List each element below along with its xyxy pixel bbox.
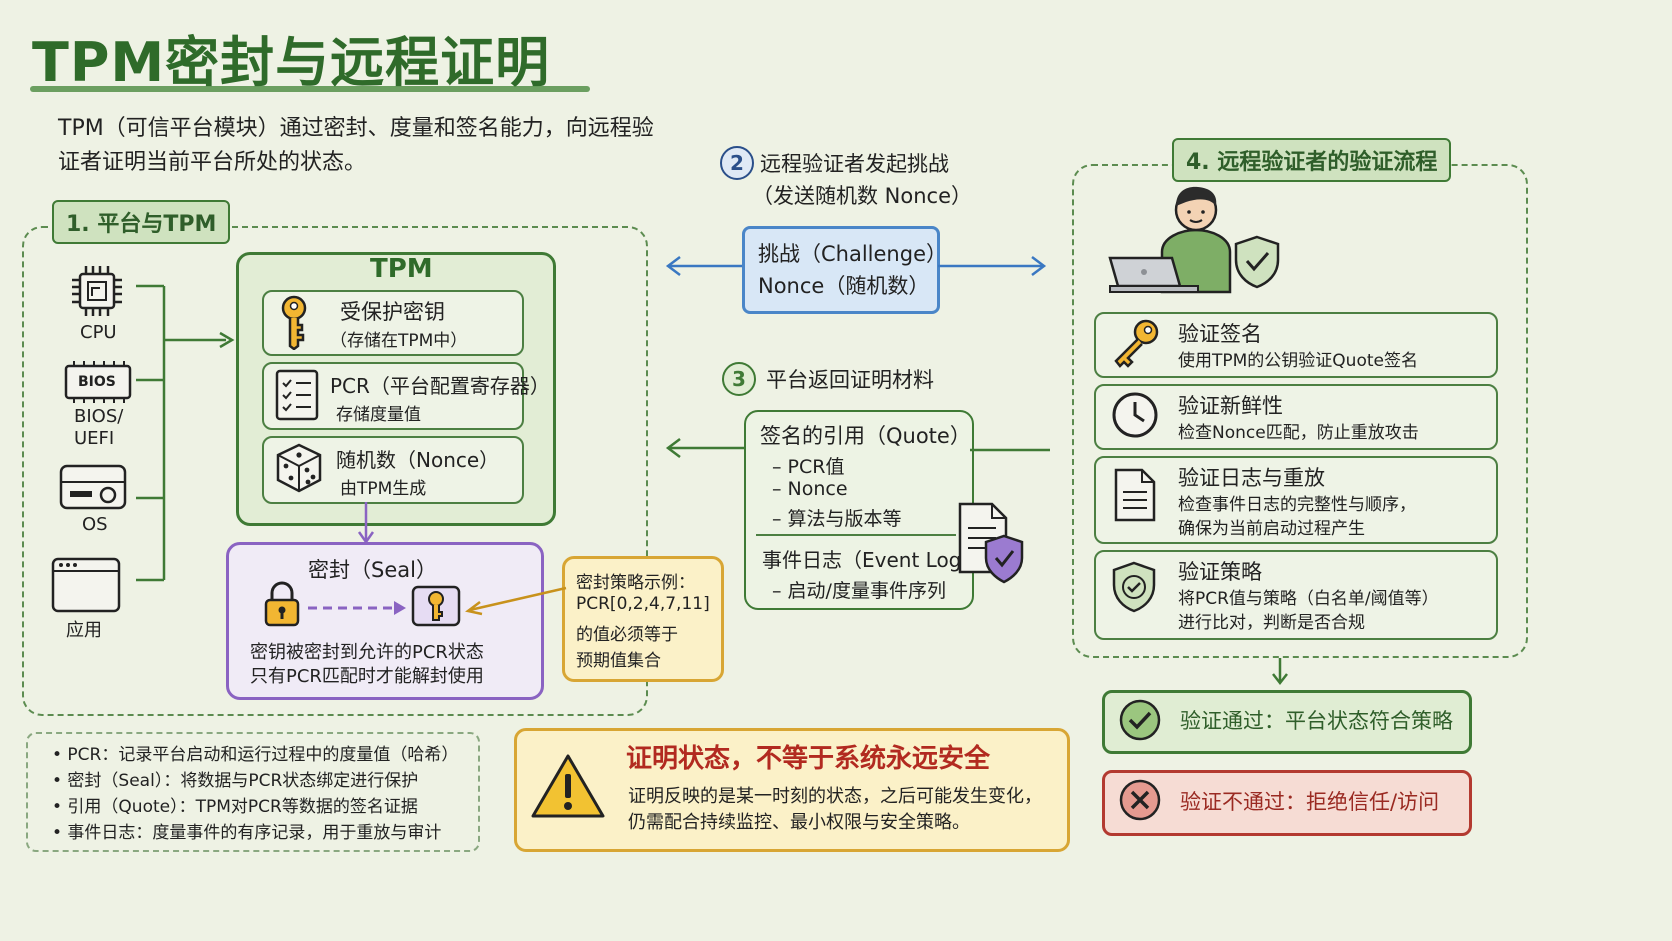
shield-check-icon	[1112, 561, 1156, 613]
section1-frame	[22, 226, 648, 716]
quote-title: 签名的引用（Quote）	[760, 424, 971, 448]
key-icon	[1114, 319, 1159, 368]
step3-number: 3	[722, 362, 756, 396]
glossary-item: • 密封（Seal）：将数据与PCR状态绑定进行保护	[52, 771, 419, 791]
challenge-arrow-left	[665, 256, 742, 276]
verify-step-freshness-title: 验证新鲜性	[1178, 394, 1283, 418]
verify-step-policy-title: 验证策略	[1178, 560, 1262, 584]
dice-icon	[276, 443, 322, 493]
challenge-line1: 挑战（Challenge）	[758, 242, 947, 266]
verify-step-signature-title: 验证签名	[1178, 322, 1262, 346]
glossary-frame	[26, 732, 480, 852]
warning-title: 证明状态，不等于系统永远安全	[626, 744, 991, 774]
tpm-row-key	[262, 290, 524, 356]
padlock-icon	[264, 581, 300, 627]
cpu-icon	[72, 266, 122, 316]
section4-tag: 4. 远程验证者的验证流程	[1172, 138, 1452, 182]
verify-step-log	[1094, 456, 1498, 544]
component-cpu-label: CPU	[80, 322, 117, 343]
seal-line1: 密钥被密封到允许的PCR状态	[250, 642, 484, 663]
quote-item-2: – Nonce	[772, 478, 848, 500]
evidence-divider	[756, 534, 956, 536]
step2-title: 远程验证者发起挑战	[760, 152, 949, 176]
signed-document-icon	[958, 502, 1024, 584]
seal-line2: 只有PCR匹配时才能解封使用	[250, 666, 484, 687]
policy-line3: 预期值集合	[576, 651, 661, 671]
verify-step-signature	[1094, 312, 1498, 378]
tpm-row-nonce-sub: 由TPM生成	[340, 479, 427, 499]
app-window-icon	[51, 557, 121, 613]
quote-item-3: – 算法与版本等	[772, 508, 902, 530]
policy-box	[562, 556, 724, 682]
verify-step-policy-desc2: 进行比对，判断是否合规	[1178, 613, 1365, 633]
glossary-item: • 引用（Quote）：TPM对PCR等数据的签名证据	[52, 797, 418, 817]
tpm-title: TPM	[370, 254, 433, 284]
tpm-row-nonce-title: 随机数（Nonce）	[336, 448, 500, 472]
verify-step-log-desc2: 确保为当前启动过程产生	[1178, 519, 1365, 539]
policy-line2: 的值必须等于	[576, 625, 678, 645]
result-fail-text: 验证不通过：拒绝信任/访问	[1180, 790, 1440, 814]
result-fail	[1102, 770, 1472, 836]
challenge-box	[742, 226, 940, 314]
verify-step-log-title: 验证日志与重放	[1178, 466, 1325, 490]
warning-box	[514, 728, 1070, 852]
x-circle-icon	[1119, 779, 1161, 821]
verify-step-signature-desc: 使用TPM的公钥验证Quote签名	[1178, 351, 1418, 371]
quote-item-1: – PCR值	[772, 456, 845, 478]
key-icon	[281, 295, 307, 350]
step3-title: 平台返回证明材料	[766, 368, 934, 392]
policy-line1: PCR[0,2,4,7,11]	[576, 594, 710, 614]
verify-step-freshness	[1094, 384, 1498, 450]
verifier-person-icon	[1108, 186, 1232, 294]
component-bios-label: BIOS/ UEFI	[74, 406, 124, 449]
tpm-row-pcr-sub: 存储度量值	[336, 405, 421, 425]
verify-step-policy-desc: 将PCR值与策略（白名单/阈值等）	[1178, 589, 1439, 609]
bios-chip-icon	[64, 361, 132, 403]
component-app-label: 应用	[66, 620, 102, 641]
challenge-arrow-right	[938, 256, 1047, 276]
evidence-arrow-line	[970, 448, 1050, 452]
challenge-line2: Nonce（随机数）	[758, 274, 930, 298]
verify-step-log-desc: 检查事件日志的完整性与顺序，	[1178, 495, 1416, 515]
seal-dashed-arrow	[308, 601, 406, 615]
verify-step-policy	[1094, 550, 1498, 640]
step2-sub: （发送随机数 Nonce）	[752, 184, 973, 208]
check-circle-icon	[1119, 699, 1161, 741]
glossary-item: • 事件日志：度量事件的有序记录，用于重放与审计	[52, 823, 442, 843]
evidence-arrow-left	[665, 438, 744, 458]
verify-step-freshness-desc: 检查Nonce匹配，防止重放攻击	[1178, 423, 1419, 443]
result-pass	[1102, 690, 1472, 754]
policy-title: 密封策略示例：	[576, 573, 695, 593]
tpm-to-seal-arrow	[357, 502, 375, 545]
evidence-box	[744, 410, 974, 610]
seal-title: 密封（Seal）	[308, 558, 437, 582]
tpm-row-key-sub: （存储在TPM中）	[330, 331, 468, 351]
component-os-label: OS	[82, 514, 108, 535]
tpm-row-pcr-title: PCR（平台配置寄存器）	[330, 374, 550, 398]
log-title: 事件日志（Event Log）	[762, 548, 982, 572]
checklist-icon	[275, 369, 319, 421]
glossary-item: • PCR：记录平台启动和运行过程中的度量值（哈希）	[52, 745, 459, 765]
bios-chip-label: BIOS	[78, 374, 116, 390]
title-underline	[30, 86, 590, 92]
policy-arrow	[465, 586, 567, 616]
warning-line2: 仍需配合持续监控、最小权限与安全策略。	[628, 812, 970, 833]
clock-icon	[1112, 392, 1158, 438]
tpm-row-key-title: 受保护密钥	[340, 300, 445, 324]
section1-tag: 1. 平台与TPM	[52, 200, 231, 244]
shield-check-icon	[1234, 235, 1280, 289]
result-arrow-down	[1272, 658, 1288, 686]
warning-line1: 证明反映的是某一时刻的状态，之后可能发生变化，	[628, 786, 1042, 807]
sealed-key-icon	[411, 585, 461, 627]
document-icon	[1114, 468, 1156, 522]
components-connector	[136, 284, 235, 582]
page-title: TPM密封与远程证明	[32, 31, 551, 94]
log-item: – 启动/度量事件序列	[772, 580, 946, 602]
result-pass-text: 验证通过：平台状态符合策略	[1180, 709, 1453, 733]
disk-icon	[59, 464, 127, 510]
step2-number: 2	[720, 146, 754, 180]
intro-text: TPM（可信平台模块）通过密封、度量和签名能力，向远程验证者证明当前平台所处的状…	[58, 116, 654, 175]
warning-triangle-icon	[531, 754, 605, 818]
